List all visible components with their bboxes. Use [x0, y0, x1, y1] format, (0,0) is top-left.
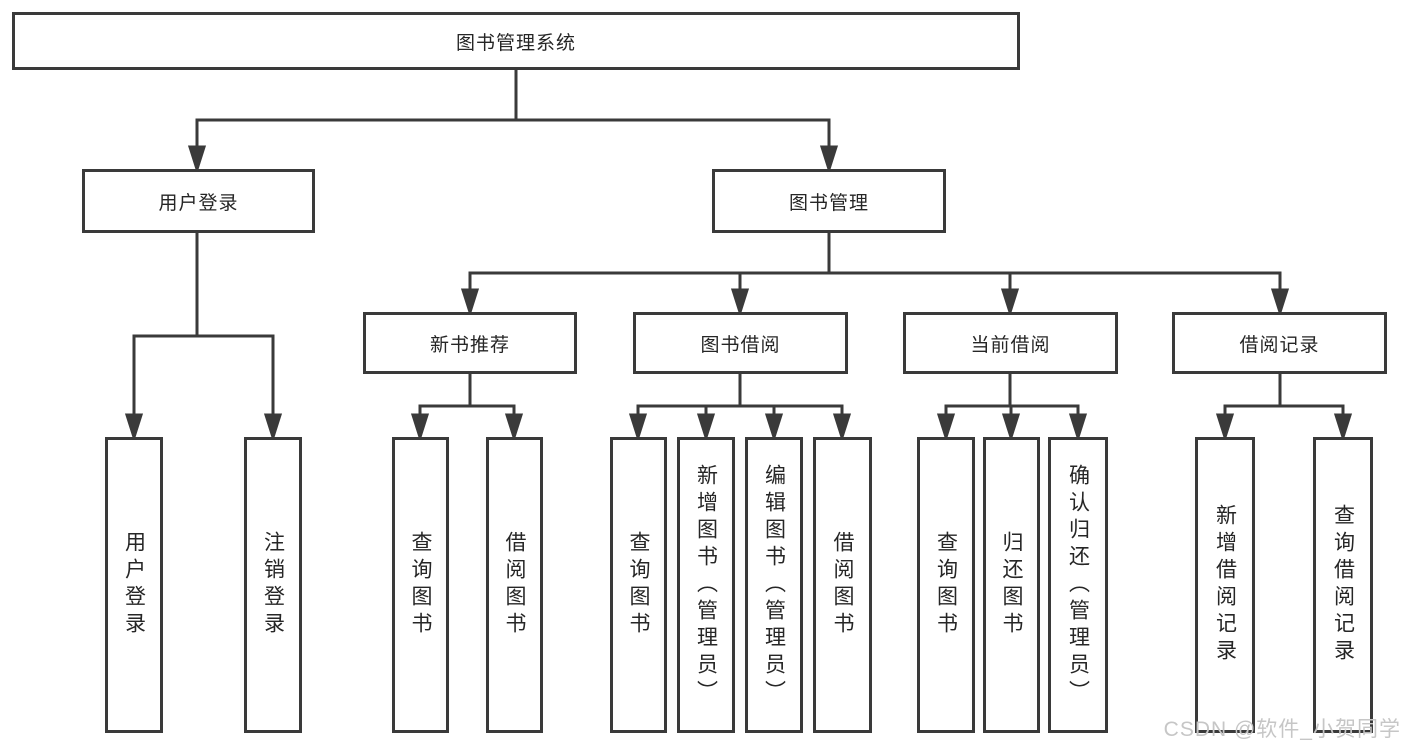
node-new-book-recommend-label: 新书推荐 — [429, 334, 510, 356]
leaf-query-books-3: 查询图书 — [917, 437, 975, 733]
leaf-label: 借阅图书 — [503, 531, 526, 639]
leaf-return-books: 归还图书 — [983, 437, 1040, 733]
arrowhead — [1001, 413, 1021, 442]
node-user-login-label: 用户登录 — [158, 192, 239, 214]
arrowhead — [730, 288, 750, 317]
leaf-logout: 注销登录 — [244, 437, 302, 733]
node-borrow-records: 借阅记录 — [1172, 312, 1387, 374]
leaf-query-books-1: 查询图书 — [392, 437, 449, 733]
leaf-label: 查询图书 — [627, 531, 650, 639]
leaf-confirm-return-admin: 确认归还（管理员） — [1048, 437, 1108, 733]
node-new-book-recommend: 新书推荐 — [363, 312, 577, 374]
arrowhead — [1215, 413, 1235, 442]
leaf-label: 确认归还（管理员） — [1066, 463, 1090, 707]
leaf-label: 用户登录 — [122, 531, 146, 639]
leaf-add-books-admin: 新增图书（管理员） — [677, 437, 735, 733]
leaf-add-borrow-record: 新增借阅记录 — [1195, 437, 1255, 733]
leaf-label: 注销登录 — [261, 531, 285, 639]
leaf-edit-books-admin: 编辑图书（管理员） — [745, 437, 803, 733]
arrowhead — [460, 288, 480, 317]
leaf-query-borrow-record: 查询借阅记录 — [1313, 437, 1373, 733]
arrowhead — [1000, 288, 1020, 317]
leaf-label: 新增图书（管理员） — [694, 463, 718, 707]
leaf-label: 查询图书 — [934, 531, 958, 639]
node-root-label: 图书管理系统 — [455, 32, 576, 54]
arrowhead — [832, 413, 852, 442]
arrowhead — [936, 413, 956, 442]
arrowhead — [764, 413, 784, 442]
arrowhead — [696, 413, 716, 442]
arrowhead — [1333, 413, 1353, 442]
arrowhead — [410, 413, 430, 442]
leaf-query-books-2: 查询图书 — [610, 437, 667, 733]
node-current-borrow: 当前借阅 — [903, 312, 1118, 374]
leaf-borrow-books-1: 借阅图书 — [486, 437, 543, 733]
node-book-borrow: 图书借阅 — [633, 312, 848, 374]
node-root: 图书管理系统 — [12, 12, 1020, 70]
leaf-label: 编辑图书（管理员） — [762, 463, 786, 707]
node-book-borrow-label: 图书借阅 — [700, 334, 781, 356]
arrowhead — [628, 413, 648, 442]
arrowhead — [504, 413, 524, 442]
arrowhead — [819, 145, 839, 174]
leaf-label: 借阅图书 — [831, 531, 854, 639]
leaf-label: 查询借阅记录 — [1331, 504, 1355, 666]
node-current-borrow-label: 当前借阅 — [970, 334, 1051, 356]
leaf-borrow-books-2: 借阅图书 — [813, 437, 872, 733]
arrowhead — [187, 145, 207, 174]
arrowhead — [124, 413, 144, 442]
leaf-label: 查询图书 — [409, 531, 432, 639]
arrowhead — [263, 413, 283, 442]
arrowhead — [1068, 413, 1088, 442]
node-user-login: 用户登录 — [82, 169, 315, 233]
leaf-label: 归还图书 — [1000, 531, 1023, 639]
leaf-user-login: 用户登录 — [105, 437, 163, 733]
node-book-management-label: 图书管理 — [788, 192, 869, 214]
node-book-management: 图书管理 — [712, 169, 946, 233]
leaf-label: 新增借阅记录 — [1213, 504, 1237, 666]
node-borrow-records-label: 借阅记录 — [1239, 334, 1320, 356]
arrowhead — [1270, 288, 1290, 317]
